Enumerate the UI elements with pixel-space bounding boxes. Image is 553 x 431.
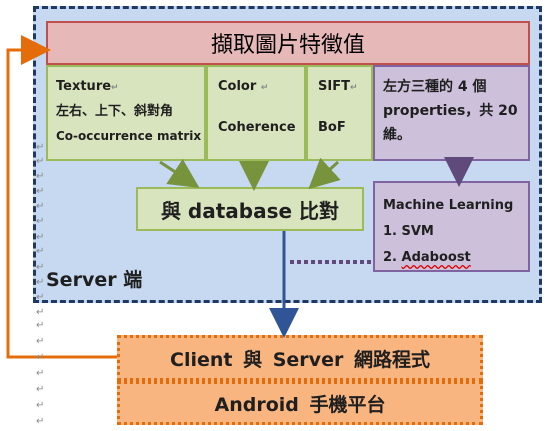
texture-title: Texture [56,79,112,94]
paragraph-mark-icon: ↵ [36,400,45,411]
paragraph-mark-icon: ↵ [36,186,45,197]
paragraph-mark-icon: ↵ [111,83,119,93]
paragraph-mark-icon: ↵ [349,83,358,93]
sift-box: SIFT↵ BoF [306,65,373,161]
paragraph-mark-icon: ↵ [36,320,45,331]
client-to-feature-loop-arrow [6,35,117,359]
ml-title: Machine Learning [383,198,514,213]
feature-extraction-label: 擷取圖片特徵值 [210,33,365,58]
paragraph-mark-icon: ↵ [36,262,45,273]
paragraph-mark-icon: ↵ [36,368,45,379]
paragraph-mark-icon: ↵ [36,171,45,182]
texture-directions: 左右、上下、斜對角 [56,104,174,119]
paragraph-mark-icon: ↵ [36,246,45,257]
feature-extraction-box: 擷取圖片特徵值 [46,21,530,65]
texture-box: Texture↵ 左右、上下、斜對角 Co-occurrence matrix [46,65,206,161]
sift-title: SIFT [318,79,350,94]
properties-box: 左方三種的 4 個 properties，共 20 維。 [373,65,530,161]
properties-line2: properties，共 20 [383,103,518,119]
bof-label: BoF [318,120,346,135]
ml-item-adaboost: Adaboost [401,250,471,265]
texture-to-database-arrow [159,158,200,188]
android-platform-label: Android 手機平台 [214,393,386,416]
paragraph-mark-icon: ↵ [36,201,45,212]
client-server-box: Client 與 Server 網路程式 [117,335,483,381]
paragraph-mark-icon: ↵ [36,416,45,427]
color-title: Color [218,79,257,94]
paragraph-mark-icon: ↵ [36,156,45,167]
database-compare-box: 與 database 比對 [136,187,364,231]
machine-learning-box: Machine Learning 1. SVM 2. Adaboost [373,181,530,272]
paragraph-mark-icon: ↵ [36,352,45,363]
coherence-label: Coherence [218,120,296,135]
paragraph-mark-icon: ↵ [36,384,45,395]
properties-line1: 左方三種的 4 個 [383,79,487,95]
android-platform-box: Android 手機平台 [117,381,483,425]
client-server-label: Client 與 Server 網路程式 [170,348,430,371]
paragraph-mark-icon: ↵ [36,336,45,347]
paragraph-mark-icon: ↵ [36,142,45,153]
sift-to-database-arrow [308,157,341,190]
server-side-label: Server 端 [46,269,143,291]
paragraph-mark-icon: ↵ [36,232,45,243]
paragraph-mark-icon: ↵ [36,216,45,227]
ml-item-svm: 1. SVM [383,224,434,239]
paragraph-mark-icon: ↵ [36,292,45,303]
texture-matrix: Co-occurrence matrix [56,129,202,143]
properties-line3: 維。 [383,127,411,143]
color-box: Color ↵ Coherence [206,65,306,161]
paragraph-mark-icon: ↵ [260,83,269,93]
paragraph-mark-icon: ↵ [36,307,45,318]
database-compare-label: 與 database 比對 [160,198,340,223]
paragraph-mark-icon: ↵ [36,277,45,288]
